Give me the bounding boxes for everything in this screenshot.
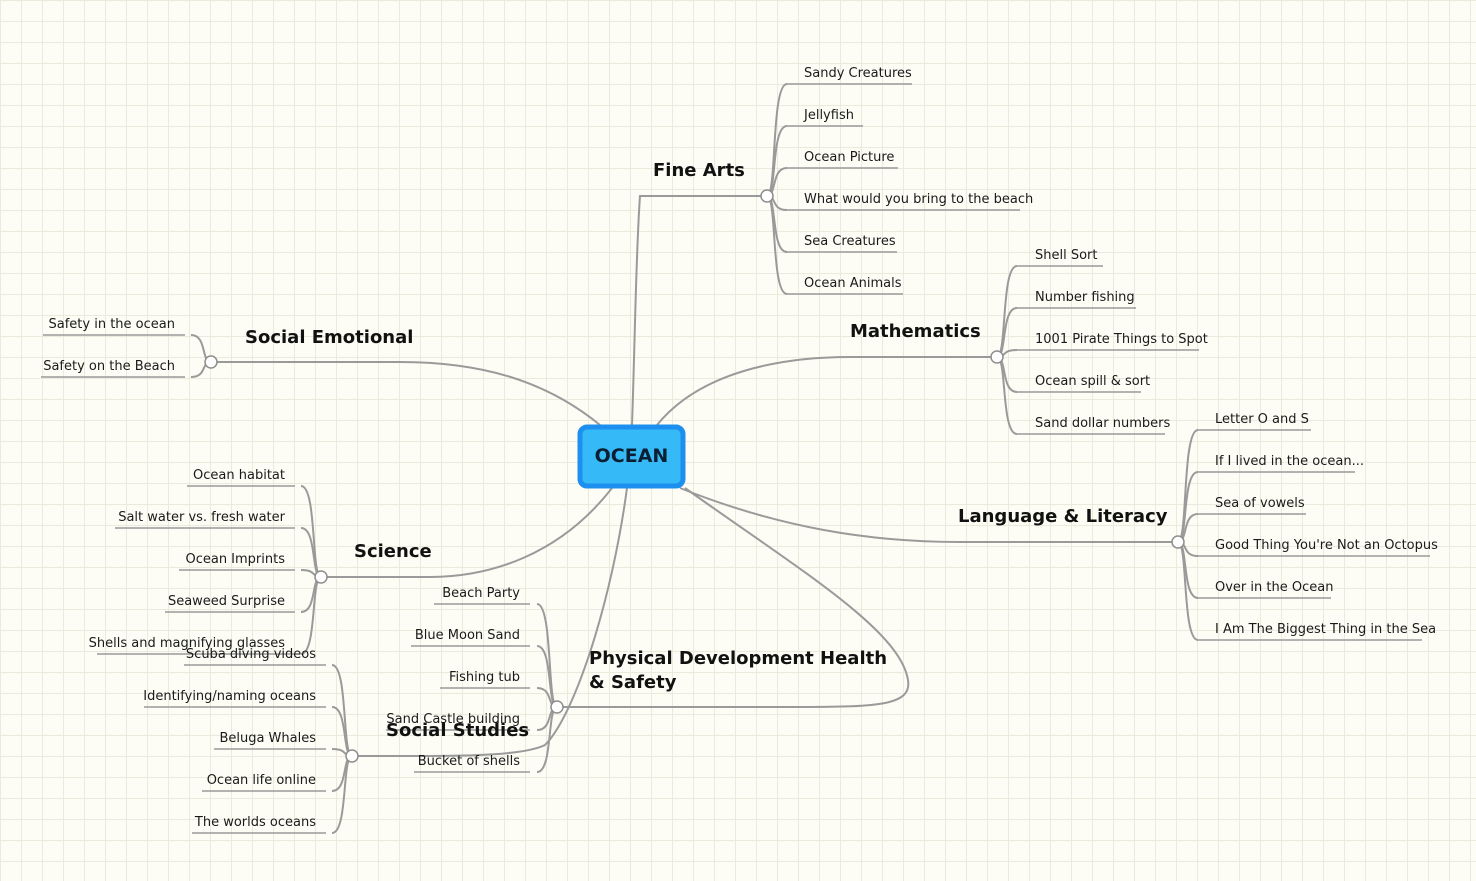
leaf-topic-language-literacy[interactable]: Good Thing You're Not an Octopus: [1215, 538, 1438, 553]
branch-connector-social-studies: [352, 487, 628, 757]
leaf-topic-fine-arts[interactable]: Sandy Creatures: [804, 66, 912, 81]
leaf-topic-social-studies[interactable]: Scuba diving videos: [186, 647, 316, 662]
leaf-topic-language-literacy[interactable]: I Am The Biggest Thing in the Sea: [1215, 622, 1436, 637]
leaf-topic-mathematics[interactable]: 1001 Pirate Things to Spot: [1035, 332, 1208, 347]
leaf-topic-social-studies[interactable]: Identifying/naming oceans: [143, 689, 316, 704]
leaf-topic-social-studies[interactable]: Beluga Whales: [219, 731, 316, 746]
leaf-connector-social-studies: [331, 664, 353, 757]
leaf-topic-language-literacy[interactable]: If I lived in the ocean...: [1215, 454, 1364, 469]
leaf-topic-mathematics[interactable]: Number fishing: [1035, 290, 1135, 305]
leaf-topic-fine-arts[interactable]: What would you bring to the beach: [804, 192, 1033, 207]
leaf-topic-mathematics[interactable]: Ocean spill & sort: [1035, 374, 1150, 389]
root-topic-box: [577, 424, 686, 489]
root-topic-ocean[interactable]: OCEAN: [577, 424, 686, 489]
branch-connector-language-literacy: [679, 487, 1178, 543]
leaf-topic-mathematics[interactable]: Shell Sort: [1035, 248, 1098, 263]
leaf-topic-language-literacy[interactable]: Over in the Ocean: [1215, 580, 1333, 595]
branch-label-mathematics[interactable]: Mathematics: [850, 321, 981, 342]
leaf-topic-social-studies[interactable]: The worlds oceans: [194, 815, 316, 830]
leaf-topic-science[interactable]: Seaweed Surprise: [168, 594, 285, 609]
leaf-connector-fine-arts: [766, 125, 788, 197]
leaf-topic-language-literacy[interactable]: Sea of vowels: [1215, 496, 1305, 511]
root-topic-label: OCEAN: [595, 445, 669, 467]
leaf-topic-fine-arts[interactable]: Jellyfish: [803, 108, 854, 123]
leaf-topic-science[interactable]: Ocean Imprints: [185, 552, 285, 567]
leaf-topic-physical-development[interactable]: Blue Moon Sand: [415, 628, 520, 643]
leaf-connector-social-studies: [331, 755, 353, 834]
branch-label-language-literacy[interactable]: Language & Literacy: [958, 506, 1168, 527]
leaf-connector-language-literacy: [1177, 471, 1199, 543]
leaf-connector-physical-development: [536, 706, 558, 773]
branch-label-physical-development[interactable]: & Safety: [589, 672, 677, 693]
branch-connector-fine-arts: [631, 195, 767, 426]
branch-label-social-studies[interactable]: Social Studies: [386, 720, 529, 741]
branch-label-science[interactable]: Science: [354, 541, 432, 562]
collapse-toggle-science[interactable]: [314, 570, 328, 584]
leaf-topic-science[interactable]: Ocean habitat: [193, 468, 285, 483]
leaf-connector-mathematics: [996, 265, 1018, 358]
leaf-topic-fine-arts[interactable]: Ocean Animals: [804, 276, 902, 291]
collapse-knob-layer: [204, 189, 1185, 763]
branch-label-social-emotional[interactable]: Social Emotional: [245, 327, 413, 348]
branch-label-physical-development[interactable]: Physical Development Health: [589, 648, 887, 669]
collapse-toggle-social-emotional[interactable]: [204, 355, 218, 369]
leaf-topic-physical-development[interactable]: Bucket of shells: [418, 754, 520, 769]
branch-connector-science: [321, 487, 613, 578]
leaf-connector-mathematics: [996, 356, 1018, 435]
leaf-topic-mathematics[interactable]: Sand dollar numbers: [1035, 416, 1170, 431]
branch-connector-mathematics: [656, 356, 997, 426]
leaf-topic-language-literacy[interactable]: Letter O and S: [1215, 412, 1309, 427]
collapse-toggle-social-studies[interactable]: [345, 749, 359, 763]
leaf-connector-science: [300, 485, 322, 578]
leaf-connector-science: [300, 576, 322, 655]
leaf-topic-physical-development[interactable]: Beach Party: [442, 586, 520, 601]
leaf-topic-fine-arts[interactable]: Sea Creatures: [804, 234, 896, 249]
branch-connector-social-emotional: [211, 361, 601, 426]
collapse-toggle-physical-development[interactable]: [550, 700, 564, 714]
branch-connector-physical-development: [557, 487, 910, 708]
branch-label-fine-arts[interactable]: Fine Arts: [653, 160, 745, 181]
leaf-topic-physical-development[interactable]: Sand Castle building: [386, 712, 520, 727]
leaf-topic-social-studies[interactable]: Ocean life online: [207, 773, 316, 788]
collapse-toggle-mathematics[interactable]: [990, 350, 1004, 364]
collapse-toggle-fine-arts[interactable]: [760, 189, 774, 203]
leaf-topic-social-emotional[interactable]: Safety in the ocean: [49, 317, 175, 332]
leaf-topic-science[interactable]: Salt water vs. fresh water: [118, 510, 285, 525]
leaf-topic-fine-arts[interactable]: Ocean Picture: [804, 150, 894, 165]
leaf-topic-science[interactable]: Shells and magnifying glasses: [89, 636, 286, 651]
leaf-topic-physical-development[interactable]: Fishing tub: [449, 670, 520, 685]
collapse-toggle-language-literacy[interactable]: [1171, 535, 1185, 549]
leaf-topic-social-emotional[interactable]: Safety on the Beach: [43, 359, 175, 374]
